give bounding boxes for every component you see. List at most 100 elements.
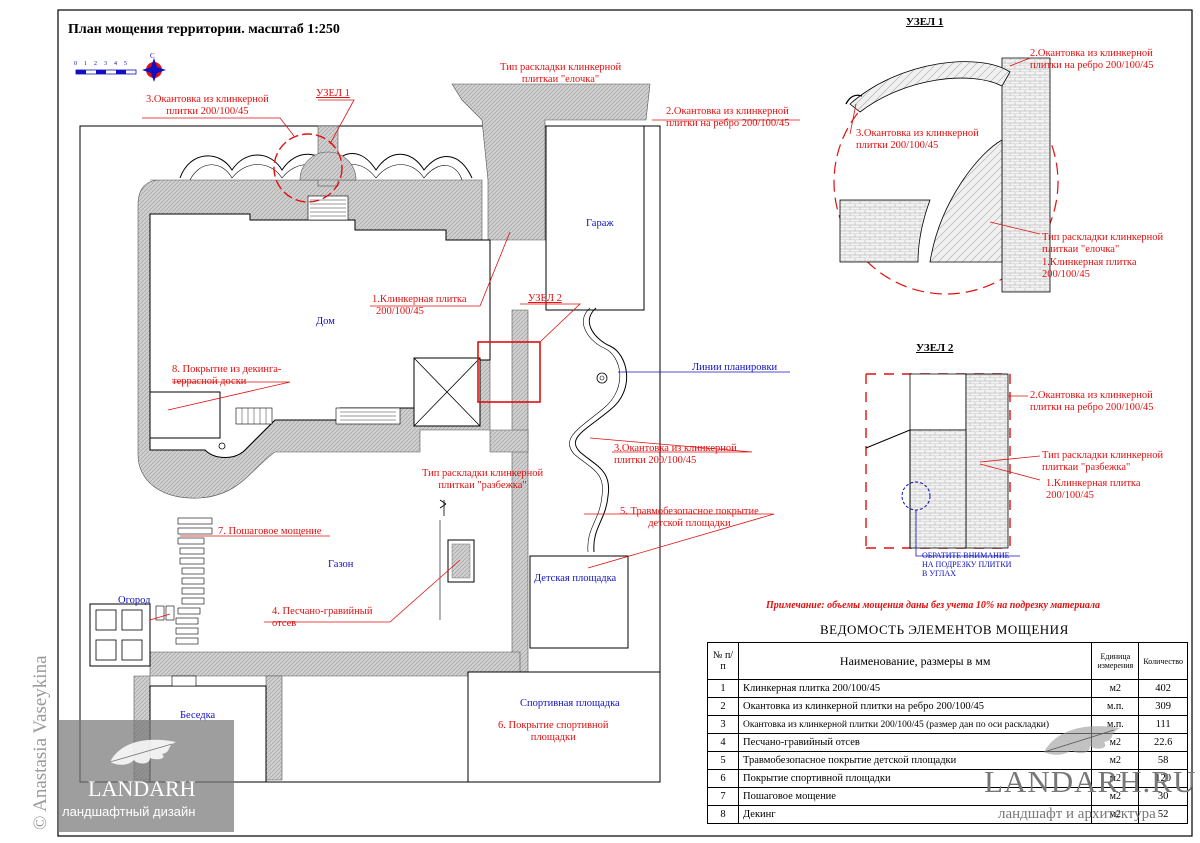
cell-qty: 309: [1138, 697, 1188, 716]
label-line: НА ПОДРЕЗКУ ПЛИТКИ: [922, 560, 1012, 569]
label-sport-area: Спортивная площадка: [520, 698, 620, 709]
label-line: площадки: [530, 732, 576, 743]
label-edge-rib-top: 2.Окантовка из клинкерной плитки на ребр…: [666, 106, 790, 130]
scale-tick: 5: [124, 61, 127, 67]
cell-qty: 52: [1138, 805, 1188, 824]
node2-title: УЗЕЛ 2: [916, 342, 954, 354]
table-title: ВЕДОМОСТЬ ЭЛЕМЕНТОВ МОЩЕНИЯ: [820, 622, 1069, 637]
label-playground: Детская площадка: [534, 573, 617, 584]
volume-note: Примечание: объемы мощения даны без учет…: [766, 600, 1101, 611]
label-line: В УГЛАХ: [922, 569, 957, 578]
label-line: плитки 200/100/45: [614, 455, 697, 466]
cell-qty: 120: [1138, 769, 1188, 788]
label-gazebo: Беседка: [180, 710, 216, 721]
node2-clinker1: 1.Клинкерная плитка 200/100/45: [1046, 478, 1141, 502]
label-edge3-mid: 3.Окантовка из клинкерной плитки 200/100…: [614, 443, 737, 467]
landarh-brand: LANDARH: [88, 776, 196, 801]
cell-num: 5: [707, 751, 739, 770]
label-garage: Гараж: [586, 218, 614, 229]
cell-qty: 402: [1138, 679, 1188, 698]
label-line: Тип раскладки клинкерной: [500, 62, 622, 73]
label-line: 5. Травмобезопасное покрытие: [620, 506, 759, 517]
node1-clinker1: 1.Клинкерная плитка 200/100/45: [1042, 257, 1137, 281]
label-safe-cover: 5. Травмобезопасное покрытие детской пло…: [620, 506, 759, 530]
landarh-subtitle: ландшафтный дизайн: [62, 804, 196, 819]
label-line: плитки 200/100/45: [856, 140, 939, 151]
oak-leaf-icon: [1043, 726, 1120, 755]
label-garden: Огород: [118, 595, 151, 606]
label-line: плитки 200/100/45: [166, 106, 249, 117]
label-line: 2.Окантовка из клинкерной: [1030, 48, 1153, 59]
label-line: детской площадки: [648, 518, 731, 529]
label-line: 8. Покрытие из декинга-: [172, 364, 282, 375]
node1-elochka: Тип раскладки клинкерной плиткаи "елочка…: [1042, 232, 1163, 256]
cell-num: 2: [707, 697, 739, 716]
node2-marker-label: УЗЕЛ 2: [528, 293, 562, 304]
cell-num: 6: [707, 769, 739, 788]
label-elochka-top: Тип раскладки клинкерной плиткаи "елочка…: [500, 62, 621, 86]
cell-num: 4: [707, 733, 739, 752]
cell-unit: м2: [1091, 805, 1140, 824]
cell-num: 3: [707, 715, 739, 734]
label-line: 2.Окантовка из клинкерной: [666, 106, 789, 117]
cell-name: Окантовка из клинкерной плитки 200/100/4…: [737, 715, 1093, 734]
paving-spec-table: № п/п Наименование, размеры в мм Единица…: [707, 642, 1188, 824]
label-decking: 8. Покрытие из декинга- террасной доски: [172, 364, 281, 388]
compass-label: С: [150, 52, 155, 60]
cell-name: Декинг: [737, 805, 1093, 824]
label-line: террасной доски: [172, 376, 247, 387]
label-line: плитки на ребро 200/100/45: [1030, 402, 1154, 413]
node1-edge-rib: 2.Окантовка из клинкерной плитки на ребр…: [1030, 48, 1154, 72]
landarh-ru-subtitle: ландшафт и архитектура: [998, 806, 1156, 822]
label-line: ОБРАТИТЕ ВНИМАНИЕ: [922, 551, 1010, 560]
label-line: 6. Покрытие спортивной: [498, 720, 609, 731]
node2-razbezhka: Тип раскладки клинкерной плиткаи "разбеж…: [1042, 450, 1163, 474]
label-edge3-top: 3.Окантовка из клинкерной плитки 200/100…: [146, 94, 269, 118]
label-clinker1: 1.Клинкерная плитка 200/100/45: [372, 294, 467, 318]
label-line: 4. Песчано-гравийный: [272, 606, 373, 617]
node2-attention: ОБРАТИТЕ ВНИМАНИЕ НА ПОДРЕЗКУ ПЛИТКИ В У…: [922, 551, 1011, 578]
copyright-watermark: © Anastasia Vaseykina: [30, 655, 51, 831]
col-unit-header: Единица измерения: [1091, 642, 1140, 680]
label-line: 1.Клинкерная плитка: [1042, 257, 1137, 268]
node1-marker-label: УЗЕЛ 1: [316, 88, 350, 99]
cell-num: 8: [707, 805, 739, 824]
cell-qty: 111: [1138, 715, 1188, 734]
page-title: План мощения территории. масштаб 1:250: [68, 22, 340, 37]
label-line: 200/100/45: [1046, 490, 1094, 501]
cell-qty: 22.6: [1138, 733, 1188, 752]
node2-edge-rib: 2.Окантовка из клинкерной плитки на ребр…: [1030, 390, 1154, 414]
compass-rose-icon: [142, 58, 166, 82]
scale-tick: 2: [94, 61, 97, 67]
label-lawn: Газон: [328, 559, 354, 570]
col-qty-header: Количество: [1138, 642, 1188, 680]
label-line: 3.Окантовка из клинкерной: [614, 443, 737, 454]
label-line: 3.Окантовка из клинкерной: [146, 94, 269, 105]
node1-edge3: 3.Окантовка из клинкерной плитки 200/100…: [856, 128, 979, 152]
label-line: 1.Клинкерная плитка: [1046, 478, 1141, 489]
scale-tick: 3: [104, 61, 107, 67]
label-planning-lines: Линии планировки: [692, 362, 778, 373]
label-line: плитки на ребро 200/100/45: [1030, 60, 1154, 71]
cell-name: Клинкерная плитка 200/100/45: [737, 679, 1093, 698]
label-line: Тип раскладки клинкерной: [422, 468, 544, 479]
label-line: 200/100/45: [376, 306, 424, 317]
label-gravel: 4. Песчано-гравийный отсев: [272, 606, 372, 630]
label-line: Тип раскладки клинкерной: [1042, 450, 1164, 461]
label-line: плиткаи "разбежка": [438, 480, 527, 491]
label-line: плиткаи "елочка": [521, 74, 600, 85]
cell-num: 1: [707, 679, 739, 698]
scale-tick: 0: [74, 61, 77, 67]
landarh-ru-brand: LANDARH.RU: [984, 764, 1197, 799]
node1-title: УЗЕЛ 1: [906, 16, 944, 28]
cell-num: 7: [707, 787, 739, 806]
scale-tick: 4: [114, 61, 117, 67]
label-razbezhka: Тип раскладки клинкерной плиткаи "разбеж…: [422, 468, 543, 492]
cell-unit: м2: [1091, 679, 1140, 698]
